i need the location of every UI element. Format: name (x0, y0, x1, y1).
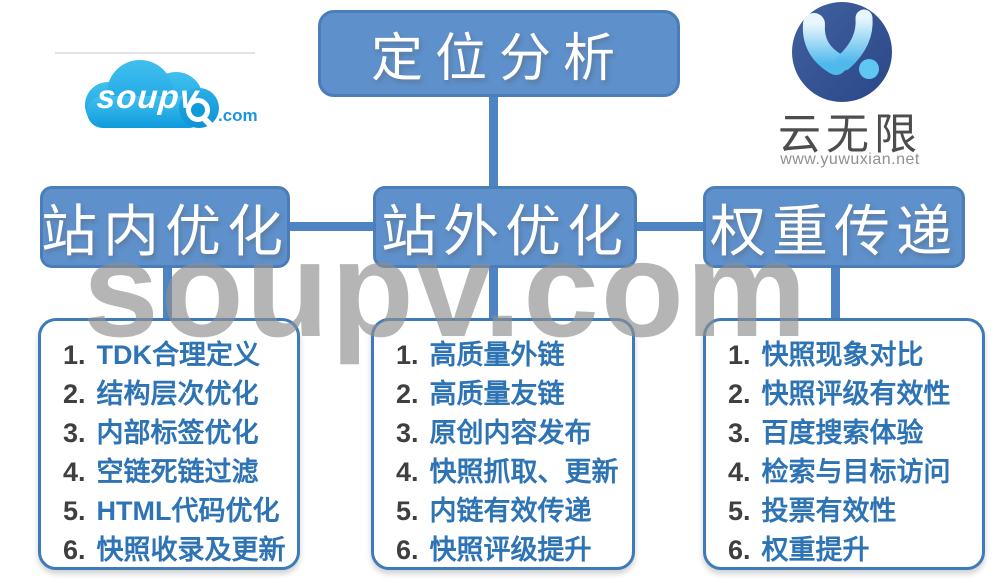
list-item-text: 结构层次优化 (96, 379, 259, 409)
list-item-text: 原创内容发布 (429, 418, 592, 448)
list-item-text: 快照评级有效性 (761, 379, 951, 409)
list-item: 5. 投票有效性 (728, 489, 976, 528)
connector-branch-right (831, 266, 840, 320)
list-item: 5. 内链有效传递 (396, 489, 626, 528)
connector-root-vertical (489, 96, 498, 187)
list-item: 2. 快照评级有效性 (728, 372, 976, 411)
connector-horizontal-left (286, 222, 376, 231)
soupv-logo-wordmark: soupv (95, 78, 201, 115)
list-item-number: 5. (63, 496, 86, 526)
list-item-text: 快照评级提升 (429, 535, 592, 565)
list-item-text: 内链有效传递 (429, 496, 592, 526)
list-item-number: 4. (396, 457, 419, 487)
connector-horizontal-right (634, 222, 706, 231)
list-item: 1. 快照现象对比 (728, 333, 976, 372)
list-box-onsite: 1. TDK合理定义 2. 结构层次优化 3. 内部标签优化 4. 空链死链过滤 5. HTML代… (38, 318, 300, 570)
root-node-positioning-analysis: 定位分析 (318, 10, 680, 97)
list-item-number: 2. (396, 379, 419, 409)
list-item: 6. 权重提升 (728, 528, 976, 567)
list-item: 1. TDK合理定义 (63, 333, 291, 372)
list-item: 4. 快照抓取、更新 (396, 450, 626, 489)
list-item-number: 4. (63, 457, 86, 487)
list-item: 5. HTML代码优化 (63, 489, 291, 528)
list-item-number: 6. (396, 535, 419, 565)
branch-node-offsite-optimization: 站外优化 (373, 186, 637, 268)
yunwuxian-logo-name: 云无限 (778, 111, 922, 159)
list-item-number: 3. (728, 418, 751, 448)
list-item-text: 百度搜索体验 (761, 418, 924, 448)
list-item: 1. 高质量外链 (396, 333, 626, 372)
list-item-number: 1. (63, 340, 86, 370)
list-item-text: 快照收录及更新 (96, 535, 286, 565)
list-item-text: HTML代码优化 (96, 496, 280, 526)
yunwuxian-logo-icon (792, 2, 892, 102)
list-item-text: 内部标签优化 (96, 418, 259, 448)
list-item: 6. 快照评级提升 (396, 528, 626, 567)
list-item: 4. 检索与目标访问 (728, 450, 976, 489)
list-item-text: 投票有效性 (761, 496, 897, 526)
list-item: 3. 百度搜索体验 (728, 411, 976, 450)
connector-branch-left (163, 266, 172, 320)
list-item-number: 4. (728, 457, 751, 487)
root-node-label: 定位分析 (370, 30, 627, 88)
branch-node-label: 站内优化 (41, 199, 289, 263)
list-item-number: 5. (728, 496, 751, 526)
list-item-number: 3. (63, 418, 86, 448)
list-item-number: 5. (396, 496, 419, 526)
yunwuxian-logo: 云无限 www.yuwuxian.net (768, 0, 932, 176)
list-item: 6. 快照收录及更新 (63, 528, 291, 567)
branch-node-label: 权重传递 (710, 199, 958, 263)
list-item-text: 空链死链过滤 (96, 457, 259, 487)
list-item-text: 检索与目标访问 (761, 457, 951, 487)
list-item-number: 3. (396, 418, 419, 448)
list-item-text: 高质量友链 (429, 379, 565, 409)
divider-line (55, 52, 255, 54)
list-item-number: 2. (63, 379, 86, 409)
connector-branch-middle (489, 266, 498, 320)
list-item-text: 快照现象对比 (761, 340, 924, 370)
list-item: 3. 内部标签优化 (63, 411, 291, 450)
list-item-text: 权重提升 (761, 535, 870, 565)
list-item-text: 快照抓取、更新 (429, 457, 619, 487)
branch-node-label: 站外优化 (381, 199, 629, 263)
list-item-text: 高质量外链 (429, 340, 565, 370)
list-item: 2. 结构层次优化 (63, 372, 291, 411)
list-item-text: TDK合理定义 (96, 340, 261, 370)
list-item: 4. 空链死链过滤 (63, 450, 291, 489)
soupv-logo-tld: .com (218, 106, 258, 125)
list-item-number: 1. (396, 340, 419, 370)
list-item-number: 1. (728, 340, 751, 370)
branch-node-onsite-optimization: 站内优化 (40, 186, 290, 268)
list-item: 2. 高质量友链 (396, 372, 626, 411)
list-item: 3. 原创内容发布 (396, 411, 626, 450)
soupv-cloud-logo: soupv .com (85, 58, 260, 140)
list-item-number: 6. (728, 535, 751, 565)
list-item-number: 2. (728, 379, 751, 409)
list-item-number: 6. (63, 535, 86, 565)
branch-node-weight-transfer: 权重传递 (703, 186, 965, 268)
yunwuxian-logo-url: www.yuwuxian.net (780, 151, 920, 168)
list-box-weight: 1. 快照现象对比 2. 快照评级有效性 3. 百度搜索体验 4. 检索与目标访问 5. 投票有效… (703, 318, 985, 570)
